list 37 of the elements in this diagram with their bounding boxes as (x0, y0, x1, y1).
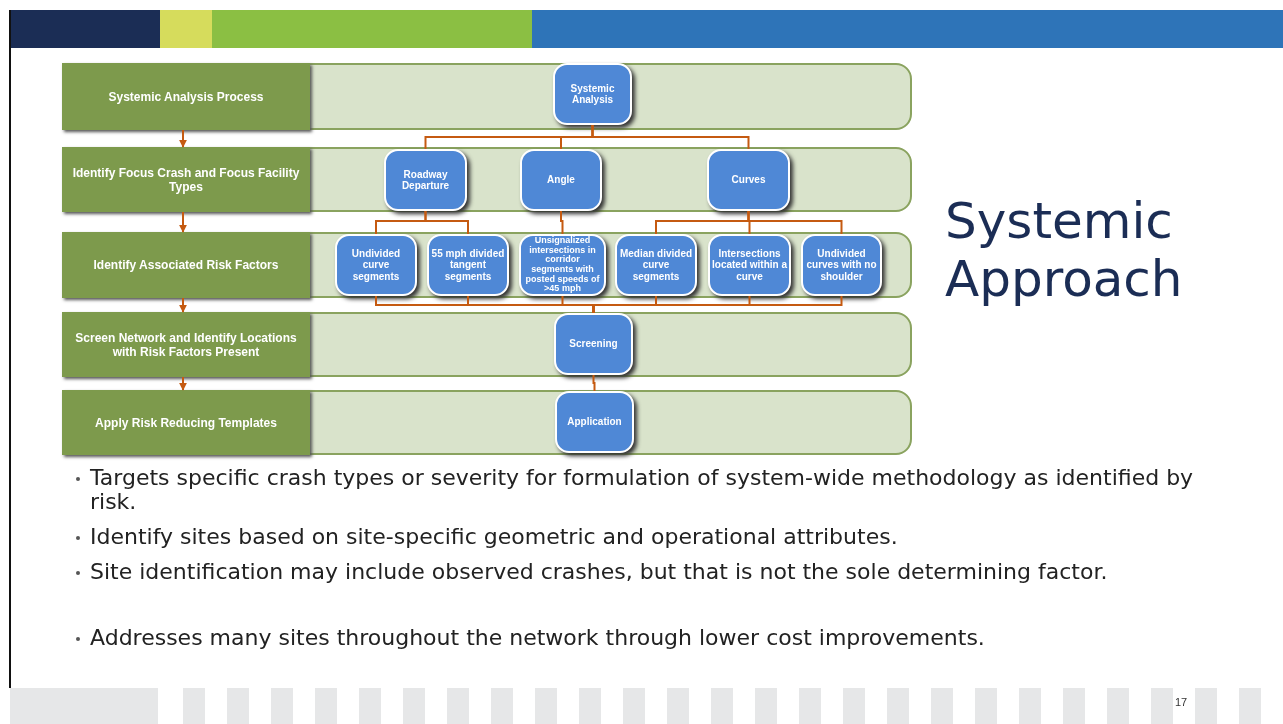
page-number: 17 (1175, 696, 1188, 708)
row-band (62, 232, 912, 298)
slide-title: Systemic Approach (945, 192, 1184, 308)
bullet-text: Identify sites based on site-specific geometric and operational attributes. (90, 525, 899, 549)
arrow (179, 297, 187, 313)
category-box: Angle (520, 149, 602, 211)
bullet-text: Addresses many sites throughout the network through lower cost improvements. (90, 626, 986, 650)
category-box: Intersections located within a curve (708, 234, 791, 296)
category-box: Unsignalized intersections in corridor segments with posted speeds of >45 mph (519, 234, 606, 296)
row-band (62, 390, 912, 455)
step-box: Identify Associated Risk Factors (62, 232, 310, 298)
category-box: Curves (707, 149, 790, 211)
row-band (62, 147, 912, 212)
arrow (179, 211, 187, 233)
connector-line (424, 210, 469, 235)
step-box: Identify Focus Crash and Focus Facility Types (62, 147, 310, 212)
row-band (62, 312, 912, 377)
category-box: Roadway Departure (384, 149, 467, 211)
step-box: Apply Risk Reducing Templates (62, 390, 310, 455)
connector-line (747, 210, 843, 235)
arrow (179, 376, 187, 391)
category-box: Application (555, 391, 634, 453)
connector-line (592, 374, 596, 392)
arrow (179, 129, 187, 148)
category-box: Screening (554, 313, 633, 375)
step-box: Systemic Analysis Process (62, 63, 310, 130)
category-box: 55 mph divided tangent segments (427, 234, 509, 296)
connector-line (560, 210, 564, 235)
category-box: Undivided curves with no shoulder (801, 234, 882, 296)
category-box: Systemic Analysis (553, 63, 632, 125)
bullet-text: Site identification may include observed crashes, but that is not the sole determining factor. (90, 560, 1109, 584)
row-band (62, 63, 912, 130)
bullet-text: Targets specific crash types or severity for formulation of system-wide methodology as identified by risk. (90, 466, 1195, 514)
category-box: Undivided curve segments (335, 234, 417, 296)
step-box: Screen Network and Identify Locations with Risk Factors Present (62, 312, 310, 377)
category-box: Median divided curve segments (615, 234, 697, 296)
connector-line (591, 124, 750, 150)
